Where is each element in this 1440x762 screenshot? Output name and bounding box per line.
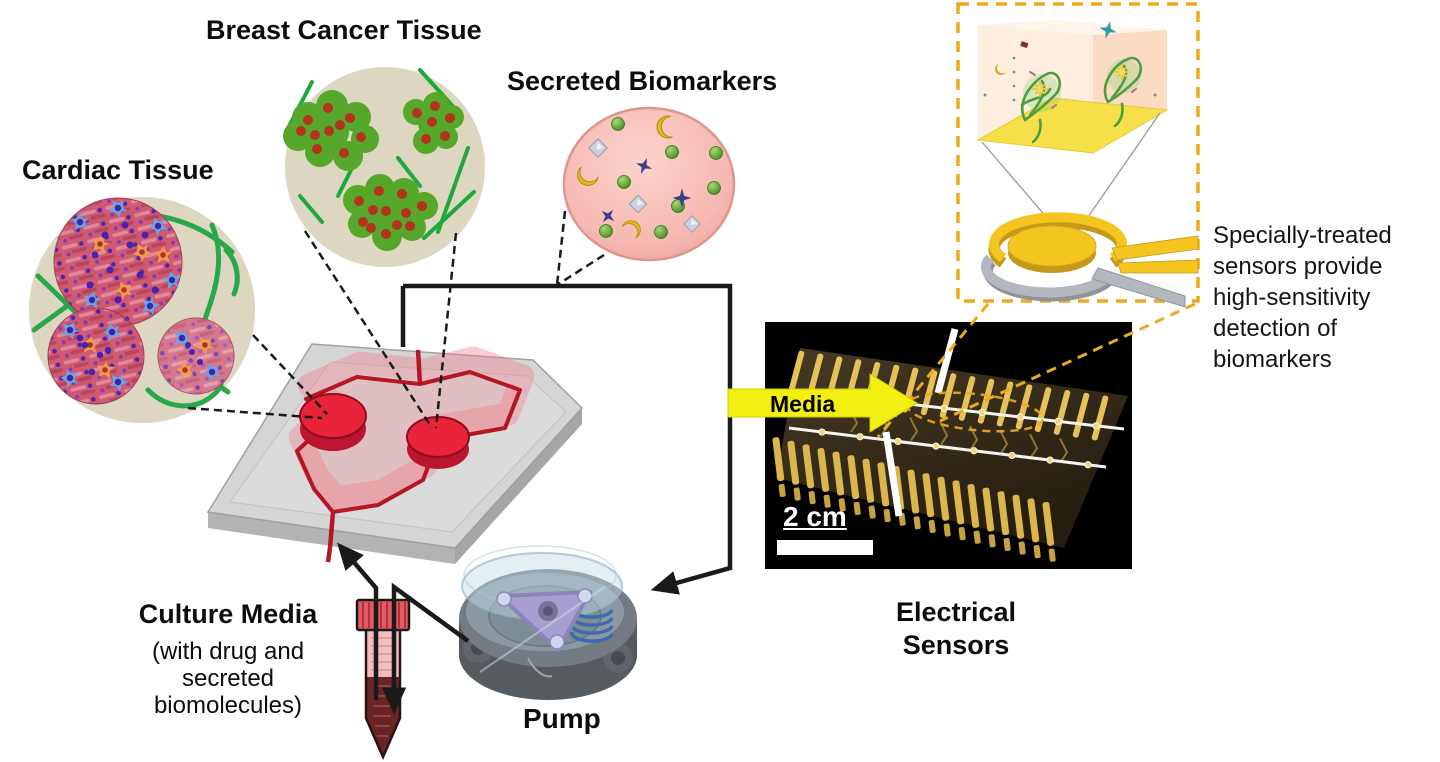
highlight-trace-bottom bbox=[882, 431, 903, 517]
tube-to-chip-tubing bbox=[337, 542, 379, 700]
gold-electrode-render bbox=[980, 212, 1199, 308]
pump-illustration bbox=[459, 545, 637, 700]
biomarker-callout-2 bbox=[556, 253, 605, 287]
aptamer-molecules bbox=[983, 18, 1157, 144]
sensor-inset bbox=[956, 2, 1200, 308]
biomarker-fragment bbox=[1020, 41, 1029, 49]
culture-media-title: Culture Media bbox=[138, 599, 318, 629]
media-flow-arrow-icon bbox=[727, 373, 918, 433]
inset-dashed-border bbox=[956, 2, 1200, 303]
cardiac-callout-2 bbox=[187, 406, 323, 420]
electrical-sensors-label: Electrical Sensors bbox=[895, 597, 1017, 660]
callout-dashed-lines bbox=[187, 210, 605, 429]
culture-media-tube bbox=[355, 598, 411, 761]
pump-to-tube-tubing bbox=[381, 582, 470, 715]
culture-media-subtitle: (with drug and secreted biomolecules) bbox=[151, 638, 305, 719]
microfluidic-chip bbox=[206, 343, 584, 564]
flow-connectors bbox=[337, 283, 733, 715]
chip-to-sensor-to-pump-connector bbox=[403, 283, 733, 595]
sensor-note-text: Specially-treated sensors provide high-s… bbox=[1213, 222, 1392, 373]
left-tissue-chamber bbox=[299, 393, 367, 439]
highlight-trace-top bbox=[934, 328, 959, 394]
scale-bar-label: 2 cm bbox=[783, 501, 847, 532]
breast-callout-2 bbox=[434, 232, 458, 429]
cardiac-tissue-label: Cardiac Tissue bbox=[22, 155, 214, 185]
secreted-biomarkers-label: Secreted Biomarkers bbox=[507, 66, 778, 96]
prism-top-face bbox=[978, 20, 1167, 35]
channel-inlets bbox=[325, 349, 423, 563]
media-flow-label: Media bbox=[770, 391, 836, 417]
secreted-biomarkers-illustration bbox=[562, 106, 736, 262]
cancer-cell-nuclei bbox=[296, 101, 455, 239]
breast-callout-1 bbox=[303, 230, 434, 429]
pump-rotor bbox=[498, 590, 592, 652]
pump-label: Pump bbox=[523, 703, 601, 734]
breast-cancer-tissue-illustration bbox=[283, 67, 485, 267]
tube-cap bbox=[355, 598, 411, 632]
channel-walls bbox=[288, 346, 535, 510]
breast-cancer-tissue-label: Breast Cancer Tissue bbox=[206, 15, 482, 45]
cardiac-tissue-illustration bbox=[29, 195, 255, 423]
scale-bar bbox=[777, 540, 873, 555]
biomarker-callout-1 bbox=[555, 210, 567, 286]
right-tissue-chamber bbox=[406, 416, 470, 458]
gold-surface-plane bbox=[976, 97, 1169, 154]
cardiac-nuclei bbox=[76, 221, 203, 376]
cardiac-callout-1 bbox=[252, 334, 328, 415]
